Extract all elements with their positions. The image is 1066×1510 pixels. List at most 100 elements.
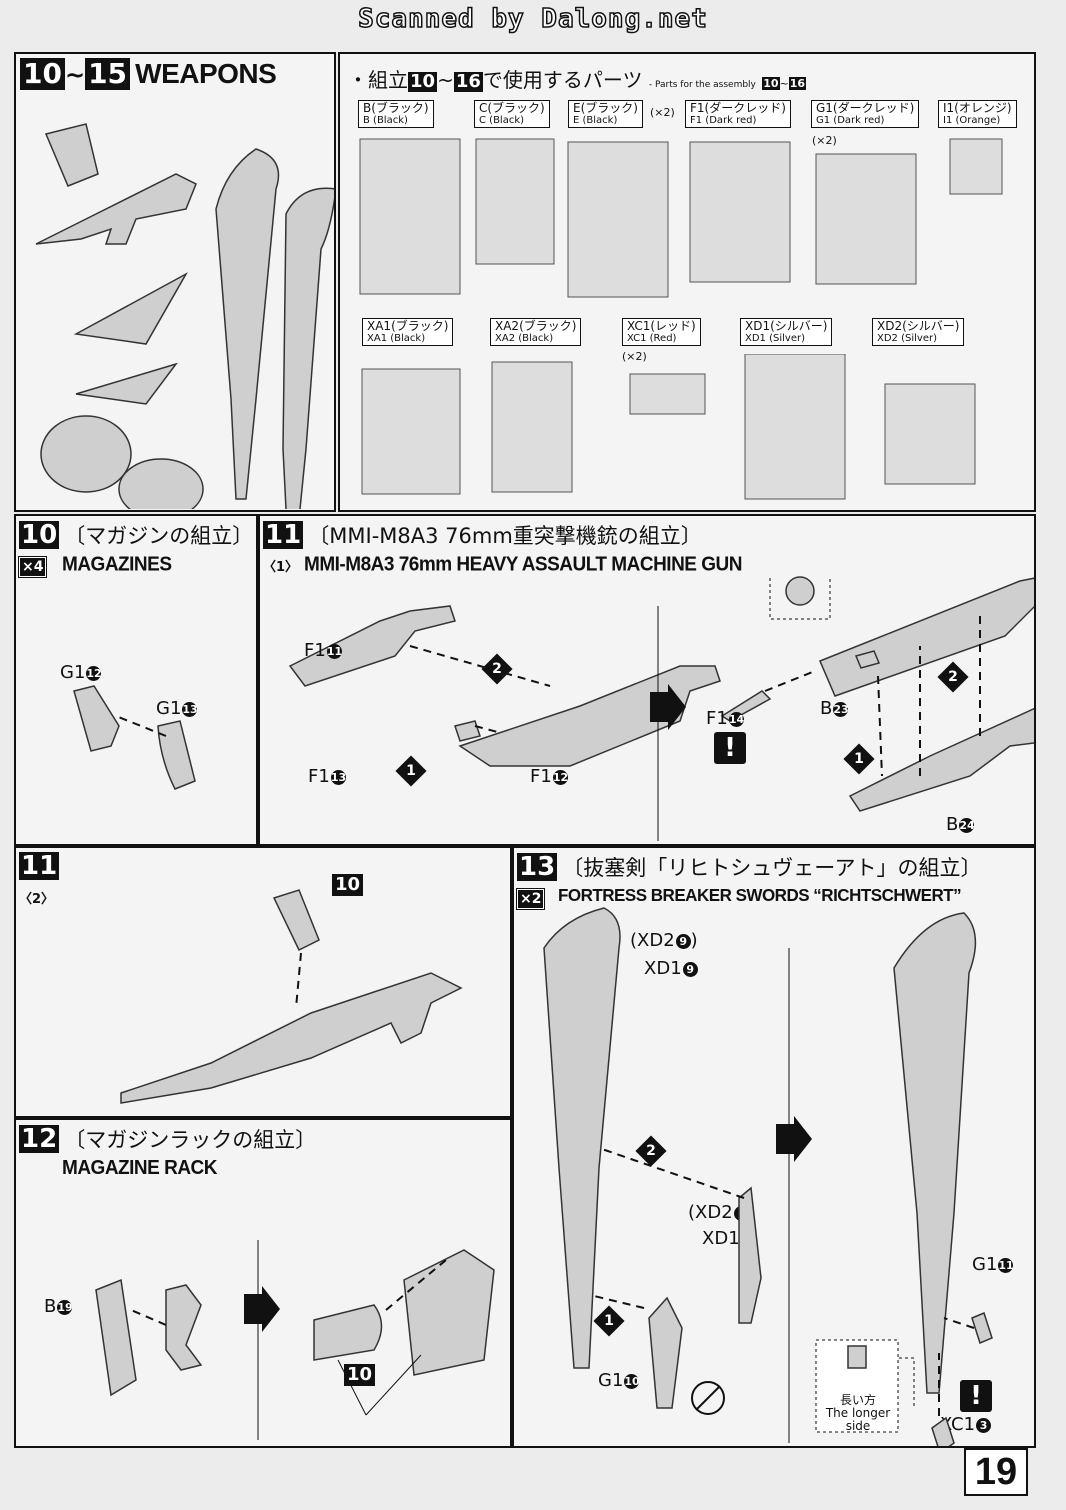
no-cut-icon	[691, 1381, 725, 1415]
inset-detail	[785, 576, 815, 606]
part-b23: B23	[820, 698, 849, 719]
runner-label-xd1: XD1(シルバー)XD1 (Silver)	[740, 318, 833, 346]
longer-side-jp: 長い方	[839, 1393, 876, 1407]
longer-side-en2: side	[845, 1419, 871, 1433]
weapons-panel: 10~15 WEAPONS	[14, 52, 336, 512]
runner-xa2-drawing	[491, 361, 573, 493]
runner-b-drawing	[359, 138, 461, 295]
runner-label-xc1: XC1(レッド)XC1 (Red)	[622, 318, 701, 346]
parts-en-n1: 10	[762, 77, 780, 90]
runner-e-drawing	[567, 141, 669, 298]
blade-guard-drawing	[75, 362, 178, 405]
step-13-title-jp: 〔抜塞剣「リヒトシュヴェーアト」の組立〕	[562, 856, 982, 880]
rack-assembled	[403, 1249, 495, 1376]
watermark: Scanned by Dalong.net	[357, 3, 708, 35]
runner-xa1-drawing	[361, 368, 461, 495]
gun-assembled-top	[819, 577, 1034, 697]
shoulder-right-drawing	[118, 458, 204, 509]
parts-jp: で使用するパーツ	[482, 68, 643, 92]
blade-insert-xd1-1	[738, 1186, 762, 1324]
part-f1-12: F112	[530, 766, 569, 787]
step-11-sub-1: 〈1〉	[263, 560, 299, 575]
runner-mult-xc1: (×2)	[622, 350, 647, 363]
part-g1-10: G110	[598, 1370, 640, 1391]
gun-half-f1-12	[458, 665, 721, 767]
step-12-diagram	[95, 1240, 495, 1440]
magazine-loose	[313, 1304, 383, 1361]
ref-step-10-rack: 10	[344, 1364, 376, 1386]
arrow-1-sword	[593, 1295, 645, 1309]
weapons-illustration	[35, 123, 334, 509]
runner-label-e: E(ブラック)E (Black)	[568, 100, 643, 128]
step-marker-2b: 2	[937, 661, 969, 693]
part-f1-14: F114	[706, 708, 745, 729]
step-12-panel: 12 〔マガジンラックの組立〕 MAGAZINE RACK B19 B20 10	[14, 1118, 512, 1448]
barrel-f1-13	[454, 720, 481, 742]
runner-label-f1: F1(ダークレッド)F1 (Dark red)	[685, 100, 791, 128]
step-10-diagram	[73, 685, 196, 790]
part-g1-12: G112	[60, 662, 102, 683]
hilt-g1-10	[648, 1296, 683, 1409]
arrow-2-gun	[409, 645, 551, 687]
rack-b19	[95, 1278, 137, 1397]
runner-i1-drawing	[949, 138, 1003, 195]
longer-side-note: 長い方 The longer side	[820, 1394, 896, 1433]
sword-left-drawing	[215, 148, 280, 500]
next-arrow-11a	[650, 684, 686, 730]
gun-half-f1-11	[288, 605, 456, 687]
cap-xc1-3	[931, 1416, 955, 1446]
step-10-mult: ×4	[17, 556, 48, 578]
runner-mult-e: (×2)	[650, 106, 675, 119]
next-arrow-12	[244, 1286, 280, 1332]
step-11b-diagram	[120, 889, 463, 1104]
runner-label-xa2: XA2(ブラック)XA2 (Black)	[490, 318, 582, 346]
ref-step-10: 10	[332, 874, 364, 896]
arrow-1-b23	[877, 675, 883, 777]
part-g1-13: G113	[156, 698, 198, 719]
part-b23	[854, 650, 881, 669]
step-range-end: 15	[85, 58, 131, 90]
step-10-number: 10	[19, 520, 60, 550]
shoulder-left-drawing	[40, 415, 132, 493]
step-11b-number: 11	[19, 851, 60, 881]
part-b19: B19	[44, 1296, 73, 1317]
runner-label-xa1: XA1(ブラック)XA1 (Black)	[362, 318, 454, 346]
blade-drawing	[73, 272, 188, 345]
step-marker-1a: 1	[395, 755, 427, 787]
parts-en: - Parts for the assembly	[648, 80, 756, 90]
runner-g1-drawing	[815, 153, 917, 285]
step-marker-13-1: 1	[593, 1305, 625, 1337]
step-10-panel: 10 〔マガジンの組立〕 ×4 MAGAZINES G112 G113	[14, 514, 258, 846]
step-10-title-en: MAGAZINES	[62, 553, 172, 576]
runner-c-drawing	[475, 138, 555, 265]
weapons-header: 10~15 WEAPONS	[20, 58, 277, 90]
runner-label-xd2: XD2(シルバー)XD2 (Silver)	[872, 318, 965, 346]
runner-row-2	[361, 354, 976, 500]
caution-icon-13: !	[960, 1380, 992, 1412]
step-11-number: 11	[263, 520, 304, 550]
runner-xd1-drawing	[744, 354, 846, 500]
longer-side-en1: The longer	[825, 1406, 891, 1420]
parts-en-n2: 16	[788, 77, 807, 90]
runner-label-c: C(ブラック)C (Black)	[474, 100, 550, 128]
parts-n1: 10	[408, 71, 438, 92]
runner-label-g1: G1(ダークレッド)G1 (Dark red)	[811, 100, 920, 128]
part-g1-11: G111	[972, 1254, 1014, 1275]
part-f1-11: F111	[304, 640, 343, 661]
step-range-start: 10	[20, 58, 65, 90]
parts-sep: ~	[437, 68, 454, 92]
caution-icon: !	[714, 732, 746, 764]
page-number: 19	[964, 1448, 1028, 1496]
gun-lower-b24	[848, 707, 1034, 812]
pommel-g1-11	[971, 1311, 993, 1345]
magazine-drawing	[44, 123, 99, 187]
runner-row-1	[359, 138, 1003, 298]
step-12-number: 12	[19, 1124, 60, 1154]
parts-n2: 16	[453, 71, 483, 92]
step-12-title-en: MAGAZINE RACK	[62, 1157, 218, 1180]
step-12-title-jp: 〔マガジンラックの組立〕	[64, 1128, 317, 1152]
next-arrow-13	[776, 1116, 812, 1162]
magazine-half-a	[73, 685, 120, 752]
